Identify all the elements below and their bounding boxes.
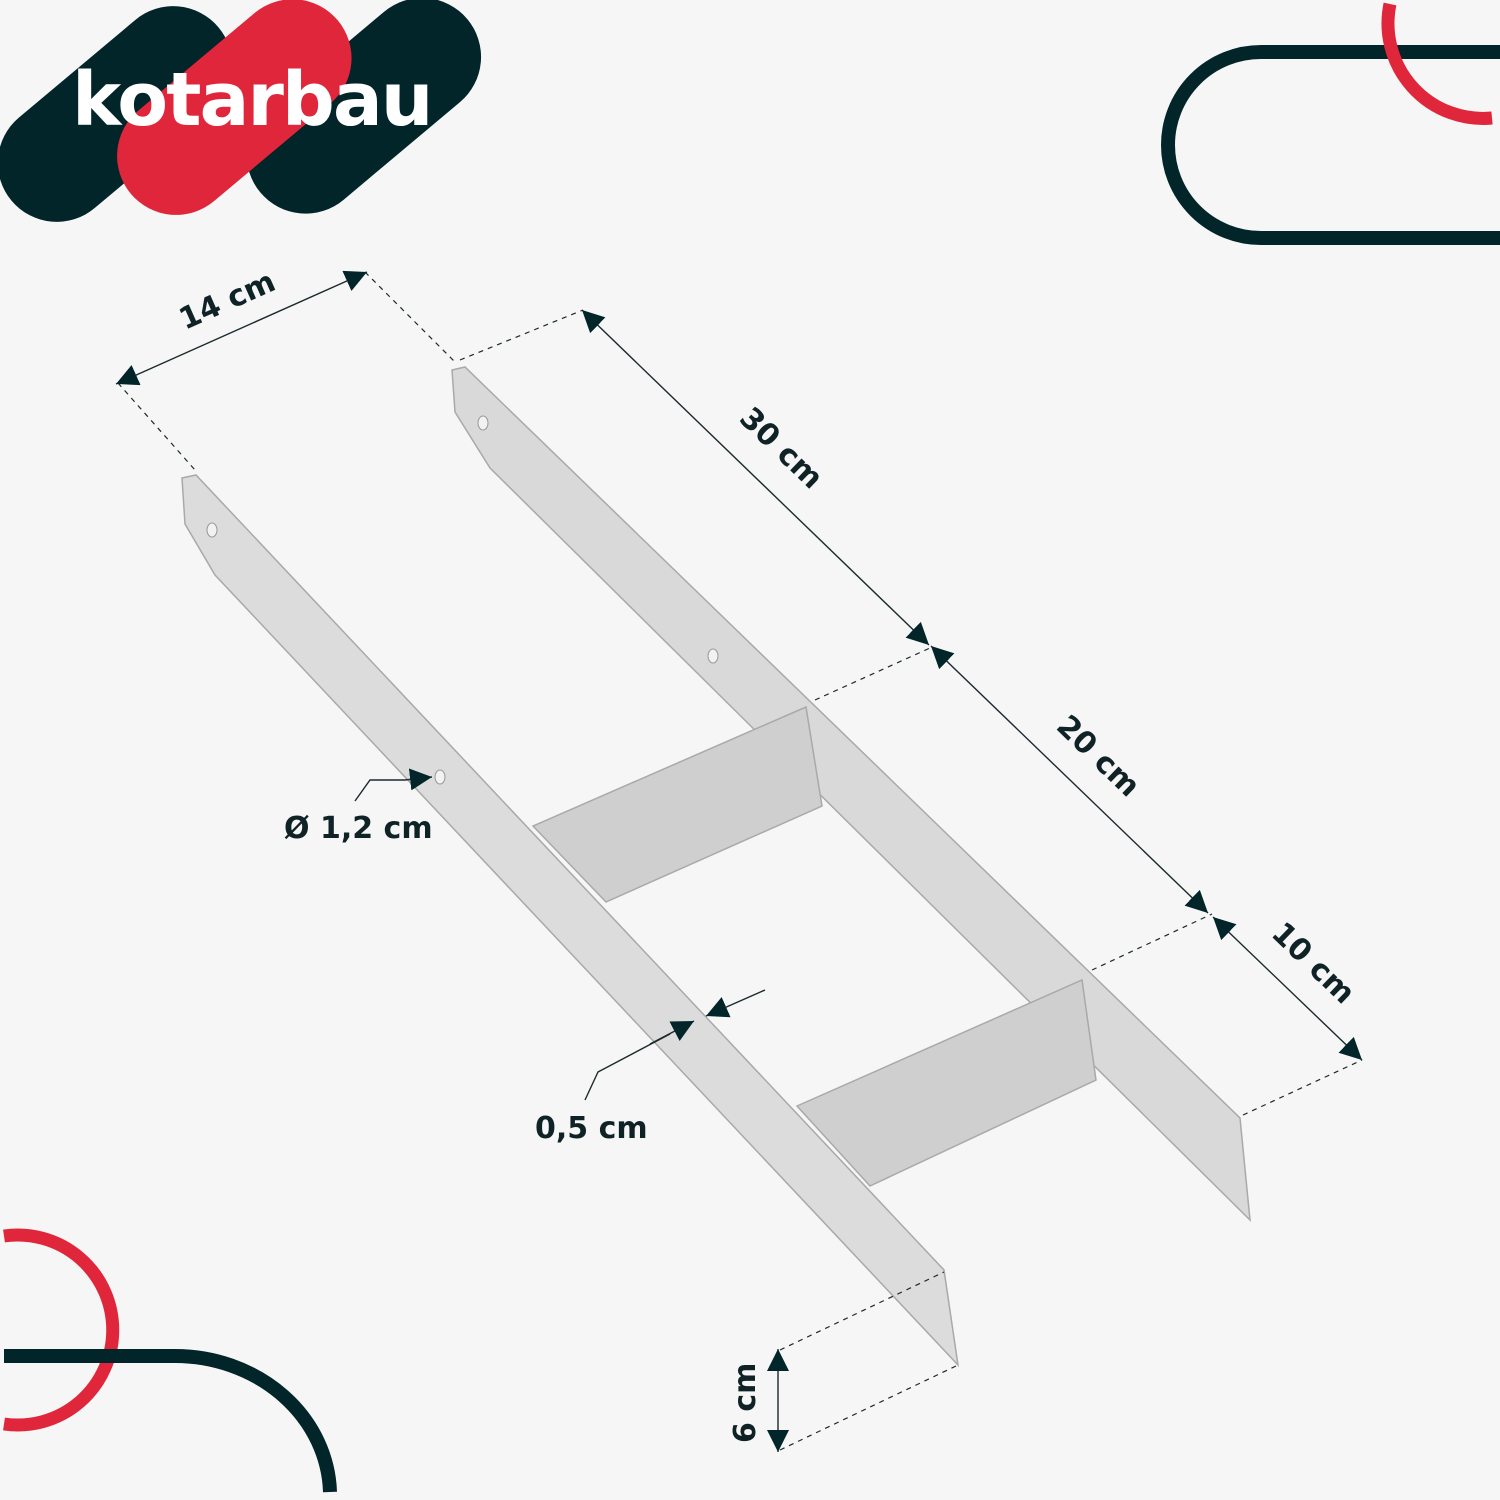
h-post-anchor <box>181 366 1251 1368</box>
height-label: 6 cm <box>728 1363 763 1443</box>
width-label: 14 cm <box>174 264 281 337</box>
hole-diameter-label: Ø 1,2 cm <box>284 811 433 846</box>
decoration-top-right <box>1161 2 1500 245</box>
left-flange <box>181 474 960 1368</box>
mounting-hole <box>477 415 489 431</box>
mounting-hole <box>206 522 218 538</box>
upper-web <box>531 705 823 903</box>
lower-web <box>795 978 1097 1187</box>
mounting-hole <box>707 648 719 664</box>
upper-length-label: 30 cm <box>732 401 829 497</box>
lower-length-label: 10 cm <box>1264 916 1361 1012</box>
brand-logo-text: kotarbau <box>72 57 431 143</box>
decoration-bottom-left <box>3 1228 337 1493</box>
middle-length-label: 20 cm <box>1049 709 1146 805</box>
brand-logo: kotarbau <box>0 0 482 222</box>
mounting-hole <box>434 769 446 785</box>
thickness-label: 0,5 cm <box>535 1111 648 1146</box>
extension-lines <box>117 271 1363 1451</box>
dimension-lines <box>115 270 1363 1452</box>
